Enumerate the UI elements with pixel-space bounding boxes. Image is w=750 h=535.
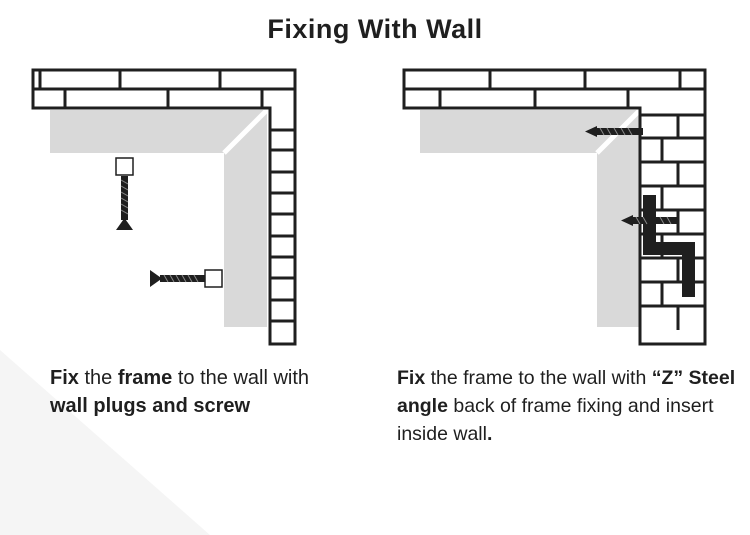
page-title: Fixing With Wall	[267, 14, 483, 44]
caption-text: to the wall with	[172, 367, 310, 389]
left-caption: Fix the frame to the wall with wall plug…	[50, 364, 320, 420]
caption-bold-fix: Fix	[397, 367, 426, 389]
caption-bold-frame: frame	[117, 367, 173, 389]
right-frame	[420, 108, 642, 327]
horizontal-screw-icon	[150, 269, 223, 288]
left-brick-wall	[31, 68, 297, 346]
caption-bold-z-angle: “Z” Steel angle	[397, 367, 736, 417]
left-frame	[50, 108, 269, 327]
right-caption: Fix the frame to the wall with “Z” Steel…	[397, 364, 737, 448]
vertical-screw-icon	[115, 157, 134, 230]
caption-text: back of frame fixing and insert inside w…	[397, 395, 714, 445]
caption-text: the	[78, 367, 118, 389]
caption-text: the frame to the wall with	[425, 367, 652, 389]
top-screw-icon	[585, 126, 643, 137]
caption-bold-fix: Fix	[50, 367, 79, 389]
caption-bold-plugs: wall plugs and screw	[50, 395, 251, 417]
middle-screw-icon	[621, 215, 679, 226]
caption-bold-period: .	[486, 423, 493, 445]
